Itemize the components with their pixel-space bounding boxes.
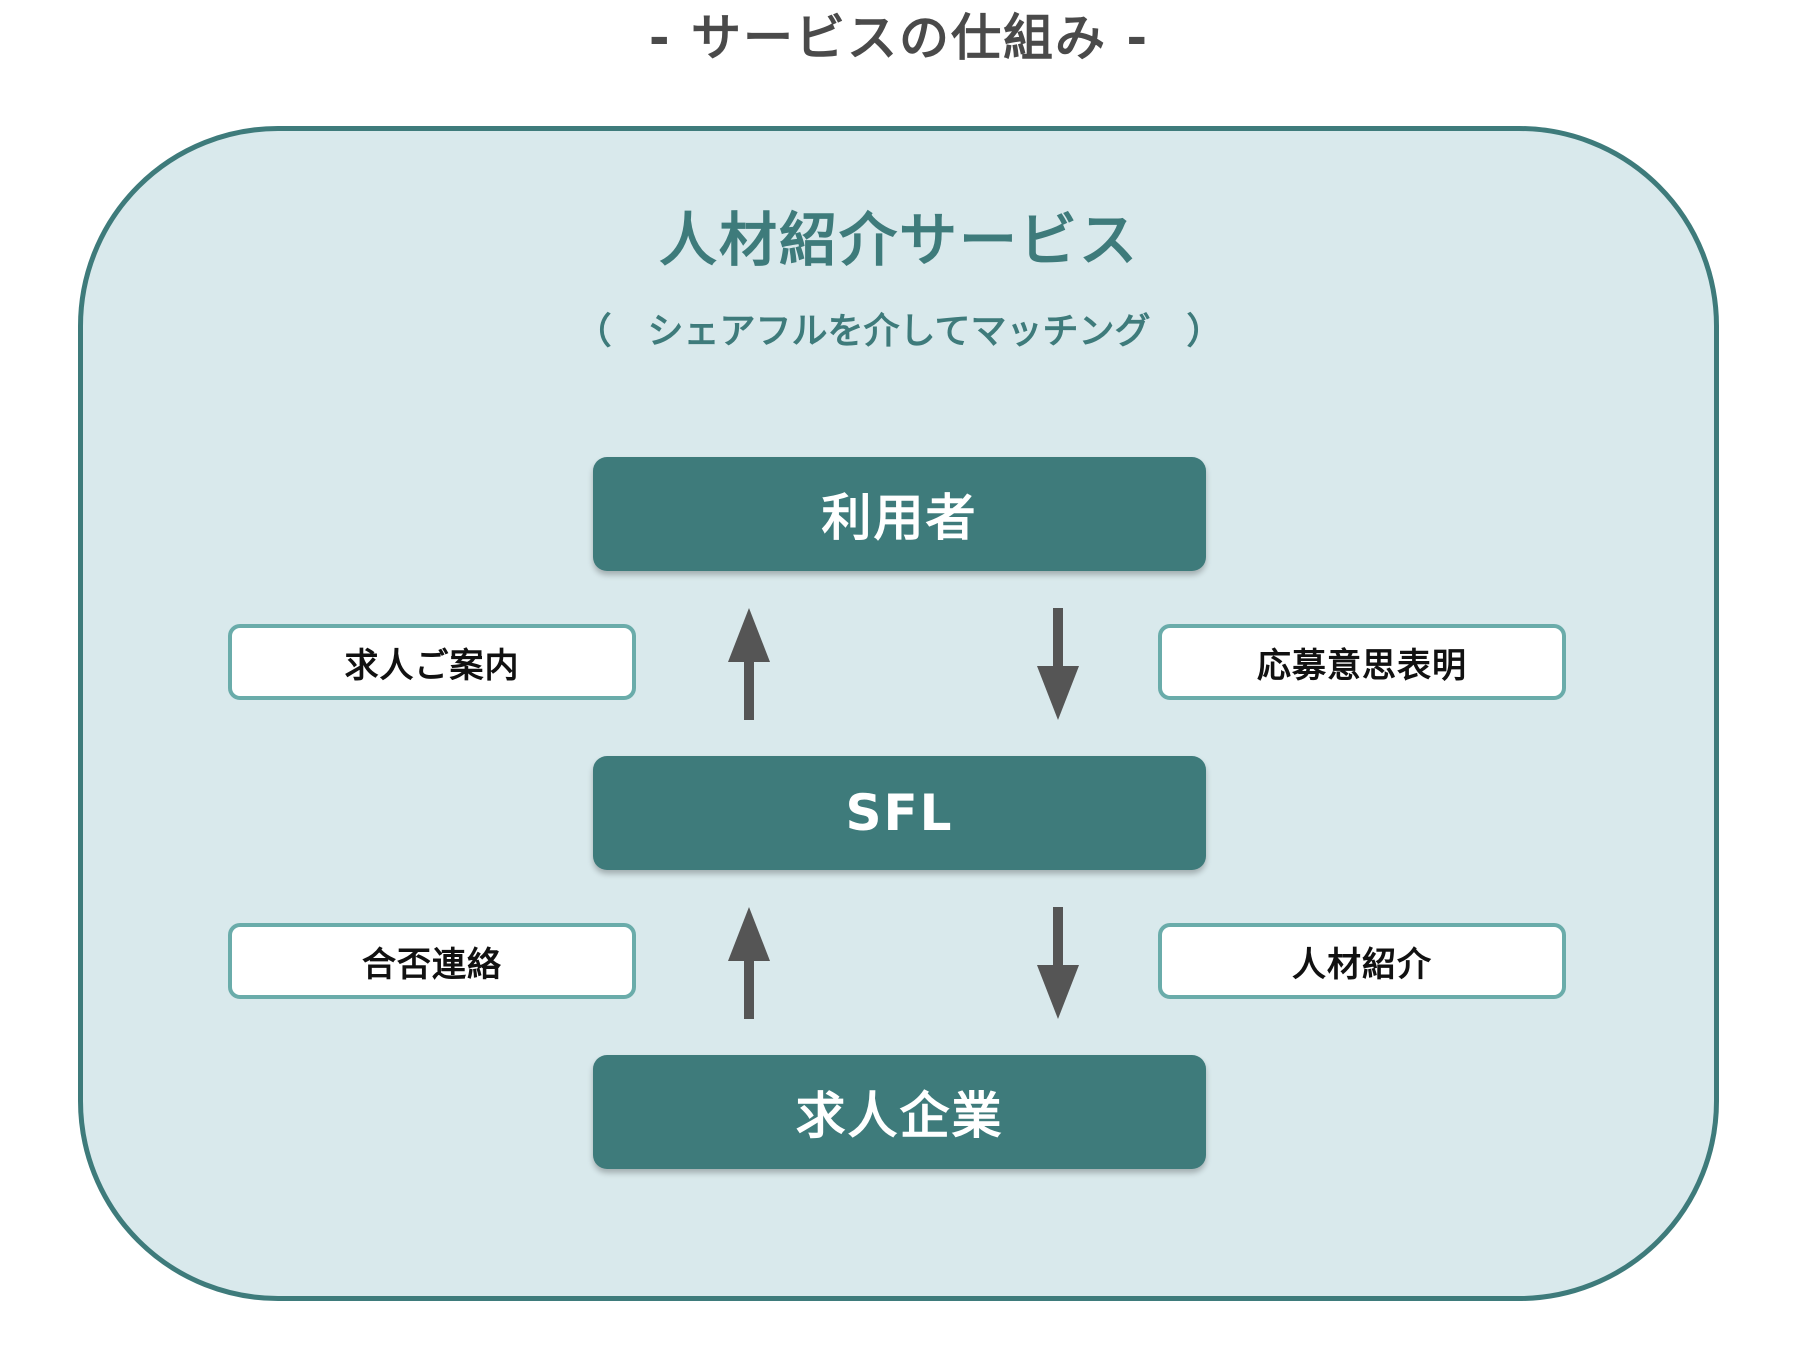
page-title: - サービスの仕組み - xyxy=(648,9,1150,67)
label-talent-introduction: 人材紹介 xyxy=(1158,923,1566,999)
node-company: 求人企業 xyxy=(593,1055,1206,1169)
service-title: 人材紹介サービス xyxy=(658,206,1139,274)
down-arrow-icon xyxy=(1037,907,1079,1019)
up-arrow-icon xyxy=(728,907,770,1019)
label-job-introduction: 求人ご案内 xyxy=(228,624,636,700)
service-subtitle: （ シェアフルを介してマッチング ） xyxy=(575,311,1223,352)
label-result-notice: 合否連絡 xyxy=(228,923,636,999)
label-application-intent: 応募意思表明 xyxy=(1158,624,1566,700)
node-user: 利用者 xyxy=(593,457,1206,571)
node-sfl: SFL xyxy=(593,756,1206,870)
up-arrow-icon xyxy=(728,608,770,720)
down-arrow-icon xyxy=(1037,608,1079,720)
